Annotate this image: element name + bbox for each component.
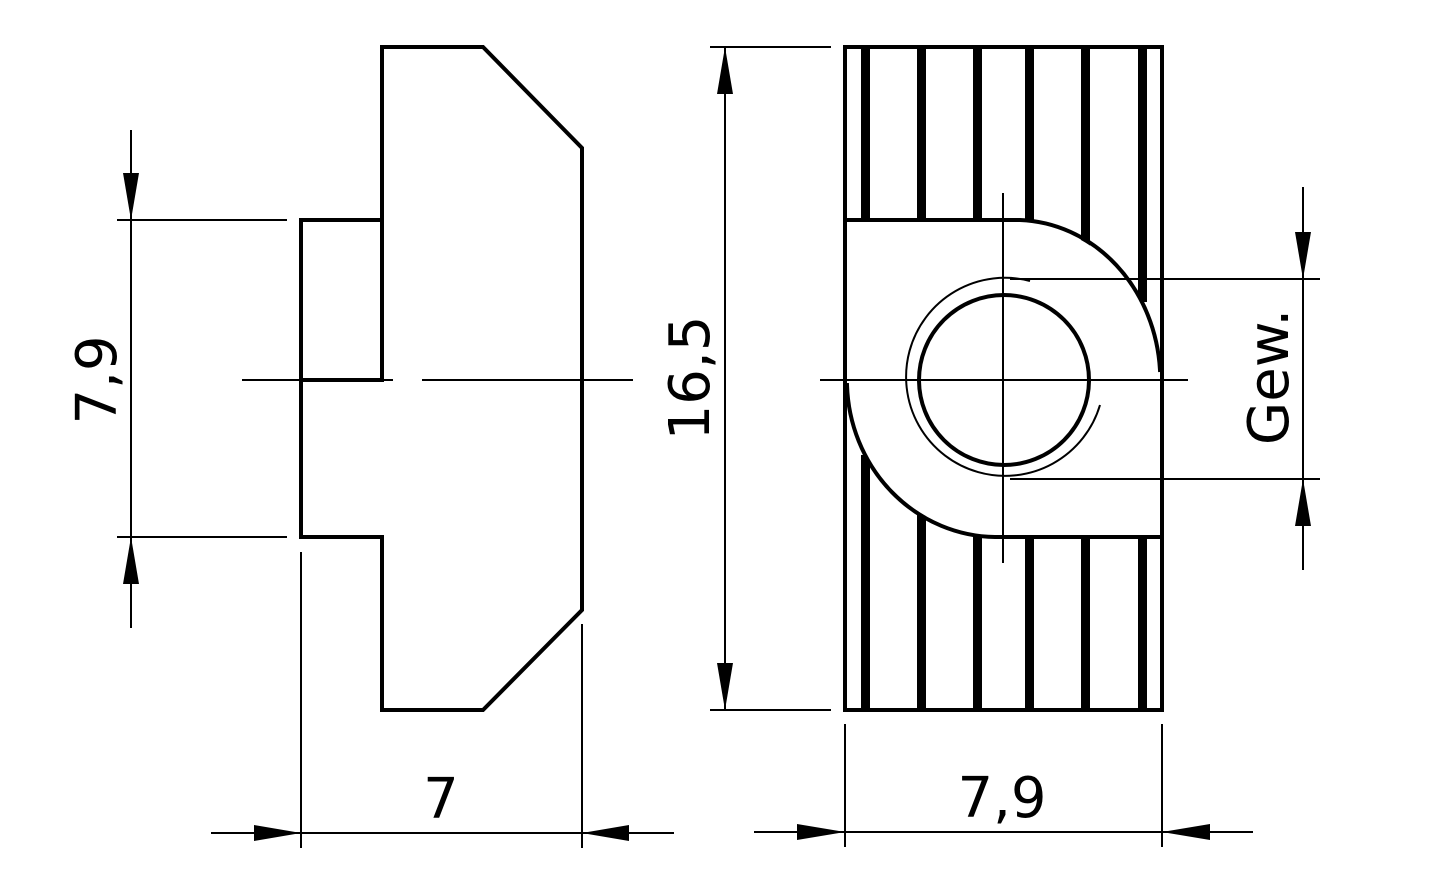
arrow-down-icon: [123, 173, 139, 220]
arrow-right-icon: [254, 825, 301, 841]
arrow-down-icon: [1295, 232, 1311, 279]
front-view-body-bottom-edge: [844, 382, 1162, 539]
arrow-down-icon: [717, 663, 733, 710]
side-view: 7,9 7: [65, 45, 674, 848]
dimension-side-width: 7: [211, 552, 674, 848]
dimension-label-front-height: 16,5: [658, 316, 723, 441]
front-view-body-top-edge: [845, 218, 1163, 373]
front-view-outline: [843, 45, 1164, 712]
dimension-label-thread: Gew.: [1237, 309, 1302, 445]
dimension-thread: Gew.: [1010, 187, 1320, 570]
side-view-outline: [299, 45, 584, 712]
arrow-up-icon: [717, 47, 733, 94]
front-view: 16,5 7,9 Gew.: [658, 45, 1320, 847]
grooves-top: [861, 47, 1147, 302]
dimension-front-height: 16,5: [658, 46, 831, 711]
arrow-left-icon: [1162, 824, 1210, 840]
front-view-body-fill: [847, 220, 1162, 538]
arrow-up-icon: [1295, 479, 1311, 526]
arrow-up-icon: [123, 537, 139, 584]
dimension-label-front-width: 7,9: [957, 766, 1046, 831]
thread-arc: [905, 276, 1101, 477]
dimension-label-side-height: 7,9: [65, 335, 130, 424]
dimension-side-height: 7,9: [65, 130, 287, 628]
arrow-left-icon: [582, 825, 629, 841]
dimension-label-side-width: 7: [423, 767, 459, 832]
dimension-front-width: 7,9: [754, 724, 1253, 847]
grooves-bottom: [861, 455, 1147, 710]
arrow-right-icon: [797, 824, 845, 840]
